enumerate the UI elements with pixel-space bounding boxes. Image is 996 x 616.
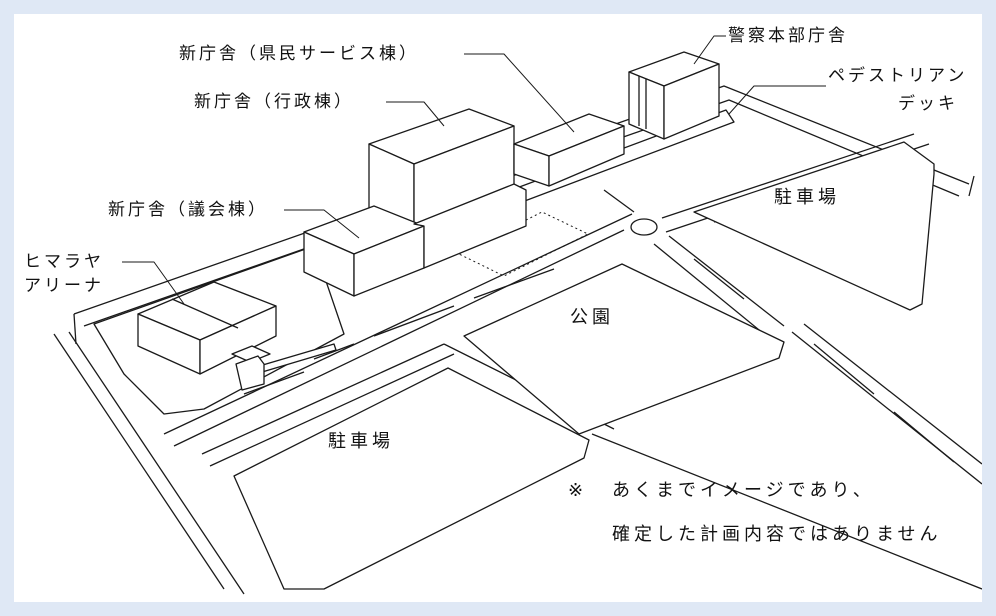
- parking-southwest-block: [233, 367, 590, 590]
- label-pedestrian-deck-2: デッキ: [898, 94, 958, 114]
- kenmin-service-building: [513, 113, 625, 187]
- gikai-building: [303, 205, 425, 297]
- park-block: [463, 263, 785, 435]
- label-parking-northeast: 駐車場: [774, 187, 840, 208]
- label-himalaya-arena-1: ヒマラヤ: [24, 252, 104, 272]
- note-mark: ※: [568, 480, 588, 501]
- note-line-1: あくまでイメージであり、: [612, 480, 875, 501]
- label-himalaya-arena-2: アリーナ: [24, 276, 104, 296]
- site-plan-drawing: [53, 35, 982, 595]
- parking-northeast-block: [693, 141, 935, 311]
- diagram-frame: 新庁舎（県民サービス棟） 警察本部庁舎 ペデストリアン デッキ 新庁舎（行政棟）…: [14, 14, 982, 602]
- label-police-hq: 警察本部庁舎: [728, 26, 848, 46]
- himalaya-arena-building: [137, 281, 277, 391]
- label-gyosei-building: 新庁舎（行政棟）: [194, 92, 354, 112]
- label-parking-southwest: 駐車場: [328, 431, 394, 452]
- leader-lines: [122, 35, 826, 305]
- label-pedestrian-deck-1: ペデストリアン: [828, 66, 968, 86]
- podium-building: [413, 183, 527, 269]
- label-park: 公園: [570, 307, 614, 328]
- note-line-2: 確定した計画内容ではありません: [612, 524, 942, 545]
- label-gikai-building: 新庁舎（議会棟）: [108, 200, 268, 220]
- label-kenmin-service-building: 新庁舎（県民サービス棟）: [179, 44, 419, 64]
